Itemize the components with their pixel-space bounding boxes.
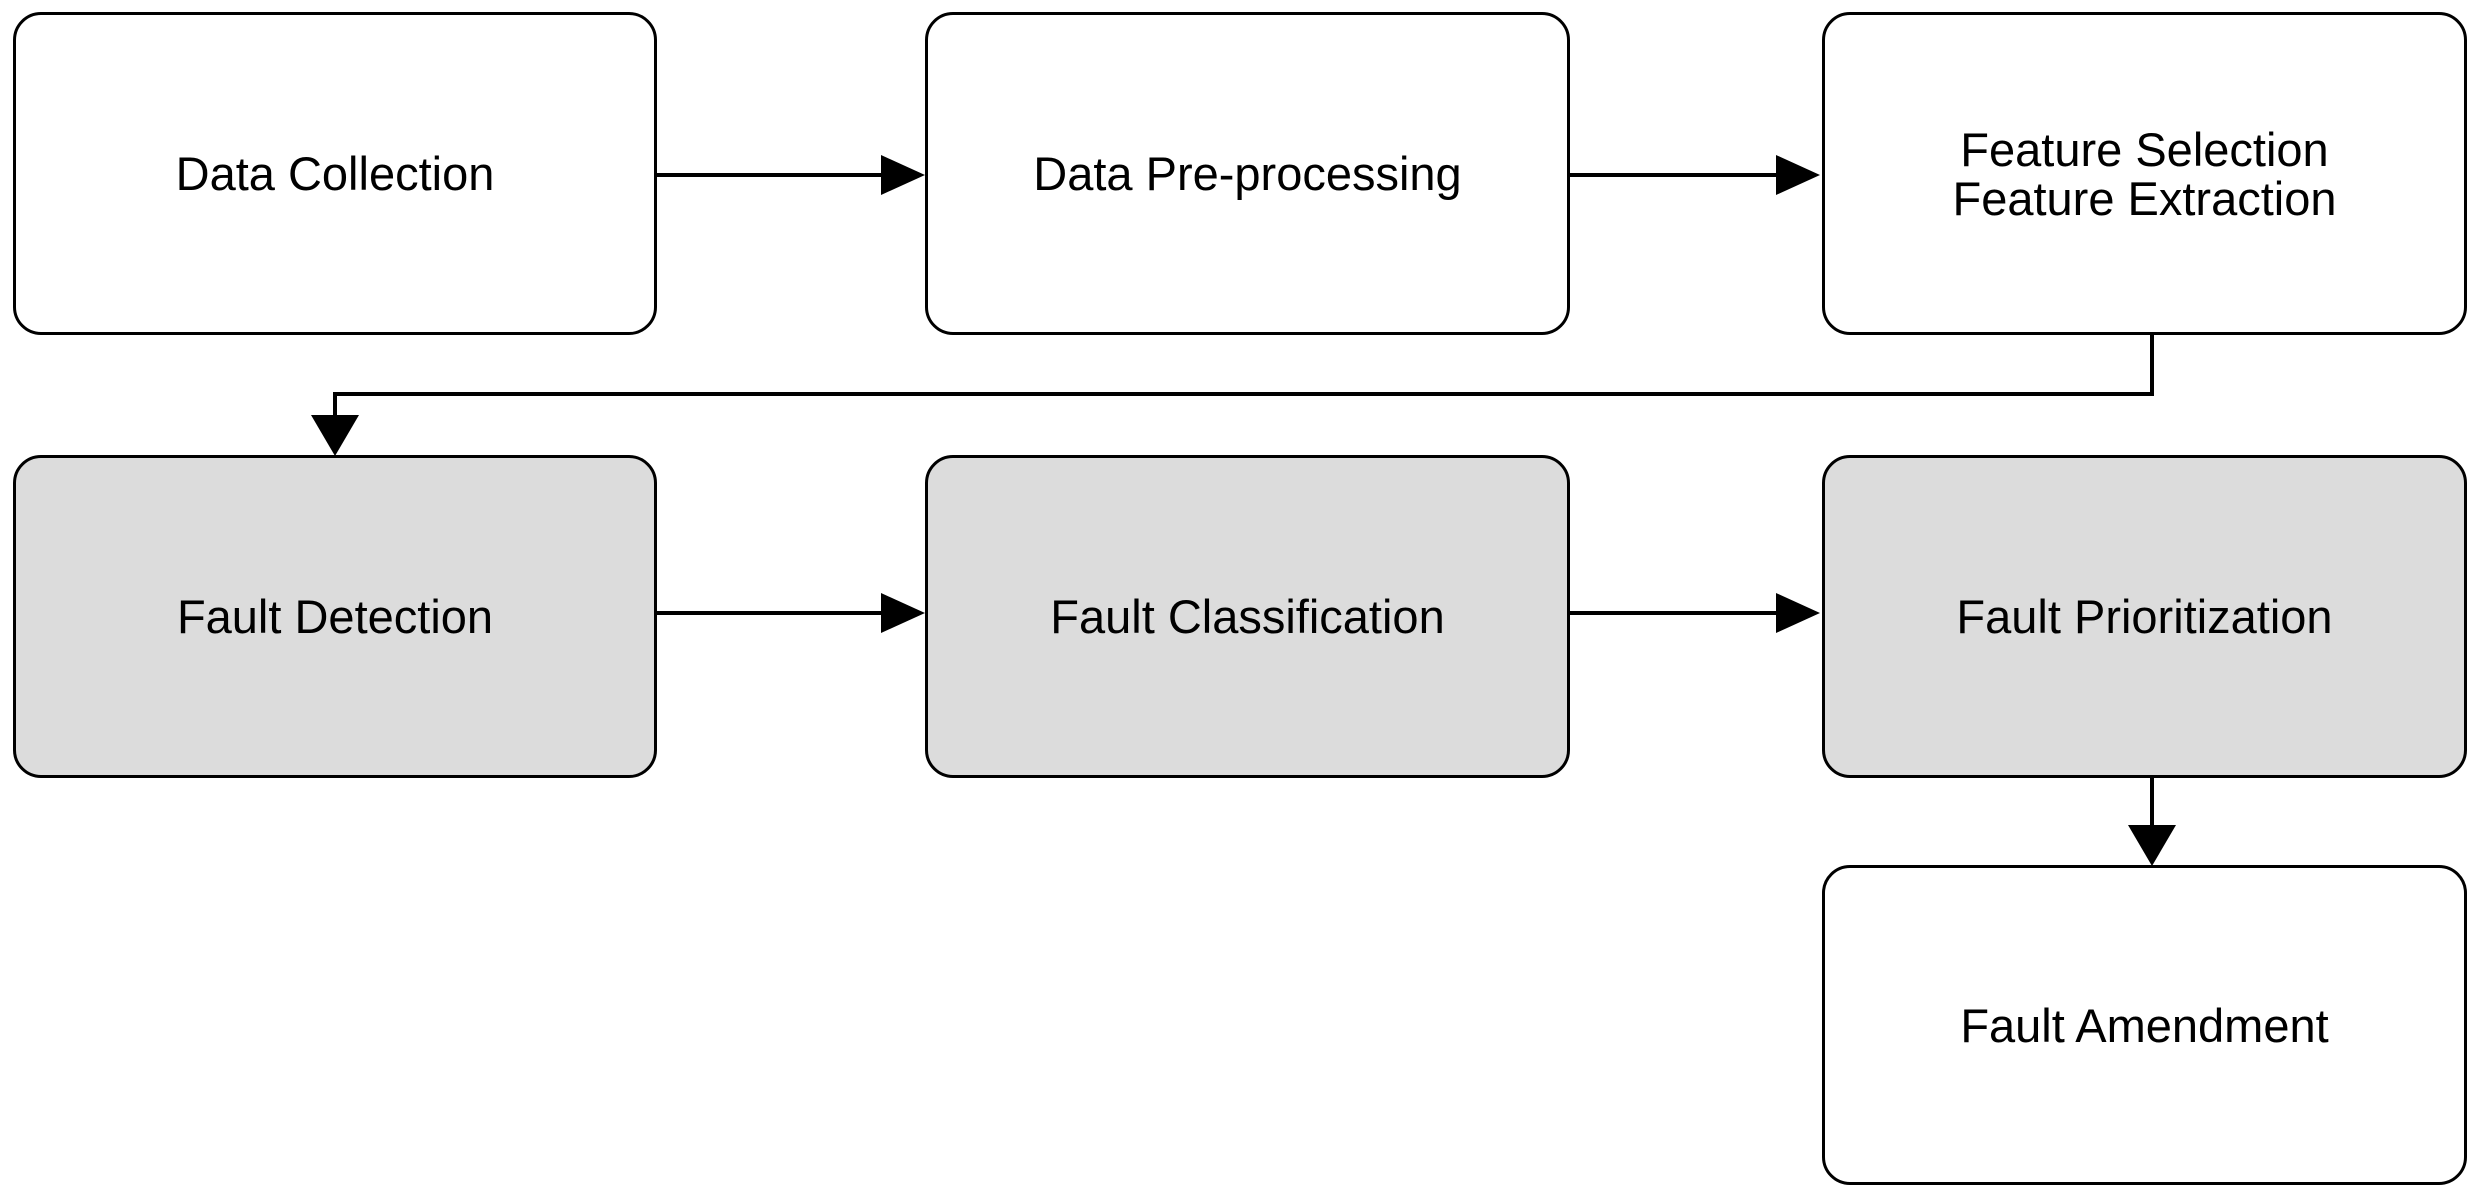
edge-prioritization-to-amendment [2128,778,2176,866]
node-fault-classification-label: Fault Classification [1050,593,1444,640]
node-data-pre-processing-label: Data Pre-processing [1033,150,1461,197]
node-fault-prioritization[interactable]: Fault Prioritization [1822,455,2467,778]
edge-preprocessing-to-feature [1570,155,1820,195]
node-data-collection[interactable]: Data Collection [13,12,657,335]
node-data-pre-processing[interactable]: Data Pre-processing [925,12,1570,335]
node-label-line: Fault Classification [1050,590,1445,643]
node-label-line: Feature Extraction [1952,171,2337,225]
node-fault-classification[interactable]: Fault Classification [925,455,1570,778]
node-feature-selection-extraction-label: Feature Selection Feature Extraction [1952,126,2336,222]
edge-collection-to-preprocessing [657,155,925,195]
node-fault-amendment-label: Fault Amendment [1960,1002,2328,1049]
node-data-collection-label: Data Collection [176,150,495,197]
node-label-line: Fault Amendment [1960,998,2329,1052]
node-feature-selection-extraction[interactable]: Feature Selection Feature Extraction [1822,12,2467,335]
node-fault-prioritization-label: Fault Prioritization [1956,593,2332,640]
node-label-line: Fault Detection [176,590,494,643]
node-label-line: Data Pre-processing [1033,147,1462,200]
node-label-line: Feature Selection [1960,122,2329,176]
node-fault-amendment[interactable]: Fault Amendment [1822,865,2467,1185]
node-label-line: Data Collection [175,147,495,200]
node-fault-detection[interactable]: Fault Detection [13,455,657,778]
node-fault-detection-label: Fault Detection [177,593,493,640]
edge-classification-to-prioritization [1570,593,1820,633]
node-label-line: Fault Prioritization [1956,590,2333,643]
edge-detection-to-classification [657,593,925,633]
edge-feature-to-detection [311,335,2154,456]
